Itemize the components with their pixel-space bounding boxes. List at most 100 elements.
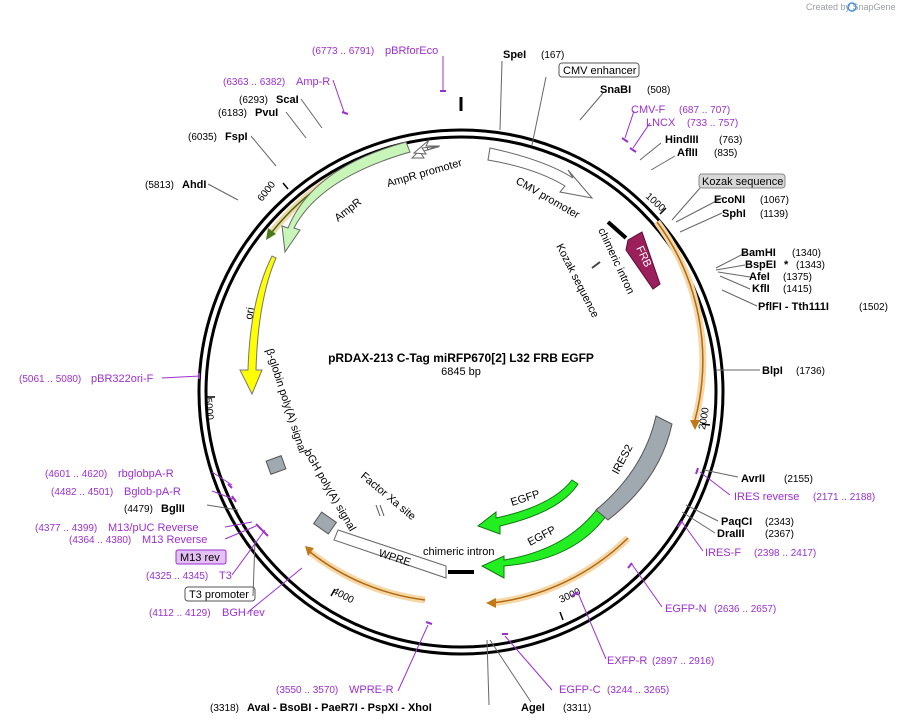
primer-ires-reverse-pos: (2171 .. 2188) — [813, 492, 875, 503]
ori-arrow — [239, 255, 277, 396]
site-kfli-pos: (1415) — [783, 284, 812, 295]
site-afei: AfeI — [749, 271, 770, 283]
boxed-labels: CMV enhancer Kozak sequence M13 rev T3 p… — [175, 62, 786, 602]
boxed-cmv-enhancer: CMV enhancer — [563, 65, 637, 77]
primer-pbr322orif-pos: (5061 .. 5080) — [19, 374, 81, 385]
site-avrii-pos: (2155) — [784, 474, 813, 485]
primer-rbglobpar: rbglobpA-R — [118, 468, 174, 480]
primer-bghrev: BGH-rev — [222, 607, 265, 619]
feature-chimeric-intron-1: chimeric intron — [595, 226, 636, 296]
boxed-t3-promoter: T3 promoter — [189, 589, 249, 601]
tick-5000: 5000 — [202, 397, 215, 421]
primer-t3: T3 — [219, 570, 232, 582]
primer-ampr: Amp-R — [296, 76, 330, 88]
primer-marks — [198, 90, 699, 635]
site-ahdi-pos: (5813) — [145, 180, 174, 191]
feature-ampr: AmpR — [332, 196, 364, 224]
primer-bglobpar-pos: (4482 .. 4501) — [51, 487, 113, 498]
feature-ampr-promoter: AmpR promoter — [386, 157, 464, 190]
site-bspei-mark: * — [784, 259, 789, 271]
site-blpi: BlpI — [762, 365, 783, 377]
site-fspi: FspI — [225, 131, 248, 143]
feature-chimeric-intron-2: chimeric intron — [423, 546, 495, 558]
restriction-sites: SpeI (167) SnaBI (508) HindIII (763) Afl… — [124, 49, 888, 714]
feature-factor-xa: Factor Xa site — [358, 470, 418, 523]
primer-iresf: IRES-F — [705, 547, 741, 559]
primer-lncx: LNCX — [646, 117, 676, 129]
site-blpi-pos: (1736) — [796, 366, 825, 377]
primer-exfpr: EXFP-R — [607, 655, 647, 667]
site-draiii: DraIII — [717, 528, 745, 540]
primer-m13rev-pos: (4364 .. 4380) — [69, 535, 131, 546]
site-aflii-pos: (835) — [714, 148, 737, 159]
site-spei-pos: (167) — [541, 50, 564, 61]
primer-ires-reverse: IRES reverse — [734, 491, 799, 503]
primer-m13puc: M13/pUC Reverse — [108, 522, 198, 534]
site-fspi-pos: (6035) — [188, 132, 217, 143]
primer-pbrforeco-pos: (6773 .. 6791) — [312, 46, 374, 57]
primer-ampr-pos: (6363 .. 6382) — [223, 77, 285, 88]
orf-arcs — [266, 144, 707, 608]
primer-exfpr-pos: (2897 .. 2916) — [652, 656, 714, 667]
site-snabi: SnaBI — [600, 84, 631, 96]
site-hindiii-pos: (763) — [719, 135, 742, 146]
site-scai-pos: (6293) — [239, 95, 268, 106]
feature-beta-globin-polya: β-globin poly(A) signal — [263, 347, 308, 454]
egfp-arrow-1 — [476, 479, 579, 535]
site-pflfi-pos: (1502) — [859, 302, 888, 313]
site-avai: AvaI - BsoBI - PaeR7I - PspXI - XhoI — [247, 702, 432, 714]
site-scai: ScaI — [276, 94, 299, 106]
site-spei: SpeI — [503, 49, 526, 61]
site-pvui: PvuI — [255, 107, 278, 119]
site-pflfi: PflFI - Tth111I — [758, 301, 829, 313]
primer-m13rev: M13 Reverse — [142, 534, 207, 546]
site-econi-pos: (1067) — [760, 195, 789, 206]
frb-arrow — [625, 231, 661, 290]
backbone-outer-ring — [197, 128, 725, 656]
site-agei-pos: (3311) — [563, 703, 591, 714]
site-agei: AgeI — [521, 702, 545, 714]
primer-cmvf-pos: (687 .. 707) — [679, 105, 730, 116]
plasmid-name: pRDAX-213 C-Tag miRFP670[2] L32 FRB EGFP — [328, 351, 594, 365]
primer-pbrforeco: pBRforEco — [385, 45, 438, 57]
primer-rbglobpar-pos: (4601 .. 4620) — [45, 469, 107, 480]
site-bamhi-pos: (1340) — [792, 248, 821, 259]
primer-m13puc-pos: (4377 .. 4399) — [35, 523, 97, 534]
feature-ori: ori — [243, 306, 257, 320]
egfp-arrow-2 — [480, 507, 607, 579]
ires2-box — [595, 415, 673, 521]
primer-egfpn-pos: (2636 .. 2657) — [714, 604, 776, 615]
site-bspei: BspEI — [745, 259, 776, 271]
site-sphi-pos: (1139) — [760, 209, 788, 220]
site-econi: EcoNI — [714, 194, 745, 206]
primer-pbr322orif: pBR322ori-F — [91, 373, 154, 385]
snapgene-logo-icon — [847, 2, 857, 12]
site-bglii: BglII — [161, 503, 185, 515]
primer-lncx-pos: (733 .. 757) — [687, 118, 738, 129]
primer-egfpc-pos: (3244 .. 3265) — [607, 685, 669, 696]
boxed-kozak: Kozak sequence — [702, 176, 783, 188]
primer-egfpc: EGFP-C — [559, 684, 601, 696]
connectors — [206, 60, 760, 706]
primer-iresf-pos: (2398 .. 2417) — [754, 548, 816, 559]
primer-egfpn: EGFP-N — [665, 603, 707, 615]
primer-bglobpar: Bglob-pA-R — [124, 486, 181, 498]
site-kfli: KflI — [752, 283, 770, 295]
feature-kozak-sequence: Kozak sequence — [553, 242, 601, 320]
wpre-box — [333, 529, 447, 579]
site-bspei-pos: (1343) — [796, 260, 825, 271]
site-afei-pos: (1375) — [783, 272, 812, 283]
site-draiii-pos: (2367) — [765, 529, 794, 540]
primer-connectors — [161, 56, 731, 692]
tick-4000: 4000 — [331, 586, 356, 606]
site-sphi: SphI — [722, 208, 746, 220]
site-paqci: PaqCI — [721, 516, 752, 528]
site-ahdi: AhdI — [182, 179, 206, 191]
primer-bghrev-pos: (4112 .. 4129) — [149, 608, 211, 619]
chimeric-intron-1 — [606, 220, 628, 240]
site-bamhi: BamHI — [741, 247, 776, 259]
backbone-inner-ring — [204, 135, 718, 649]
tick-6000: 6000 — [256, 179, 279, 204]
ampr-arrow — [281, 141, 411, 254]
